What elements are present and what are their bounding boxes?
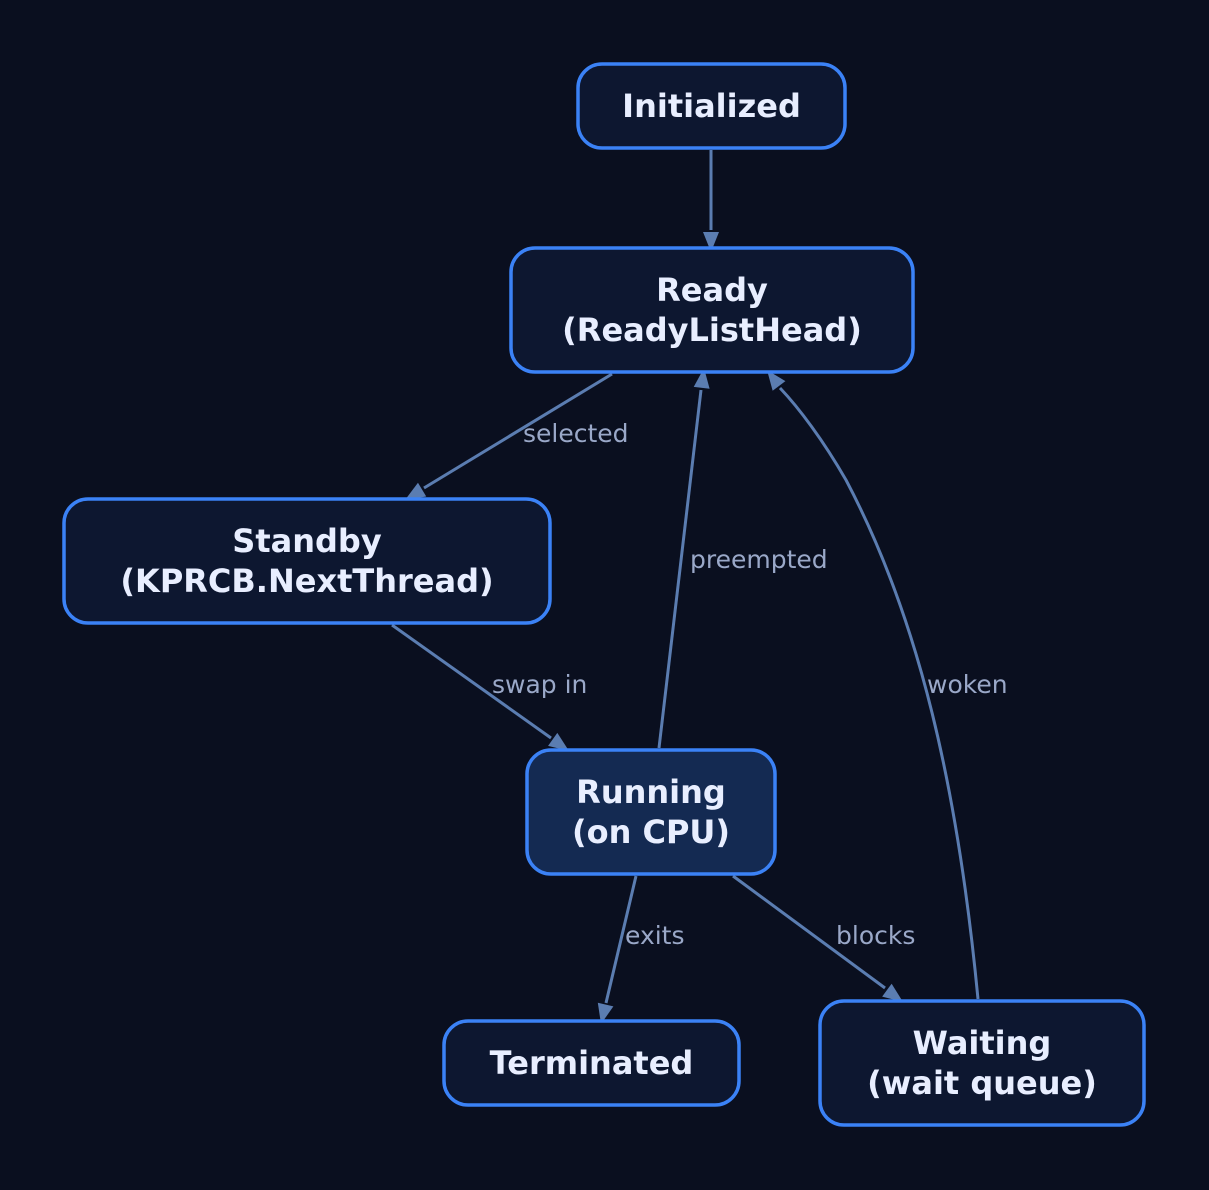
state-label-line: Terminated [490, 1044, 694, 1082]
state-box [576, 62, 847, 150]
state-node-running: Running(on CPU) [525, 748, 777, 876]
arrowhead-icon [548, 732, 569, 751]
state-label-line: Ready [656, 271, 768, 309]
arrowhead-icon [882, 983, 903, 1002]
arrowhead-icon [703, 232, 719, 252]
state-box [442, 1019, 741, 1107]
edges-layer: selected swap in preempted woken exits blocks [391, 150, 1008, 1024]
edge-ready-standby: selected [405, 372, 629, 500]
arrowhead-icon [405, 482, 427, 500]
edge-line [423, 372, 613, 490]
state-node-ready: Ready(ReadyListHead) [509, 246, 915, 374]
edge-line [778, 386, 980, 1000]
state-label-line: (KPRCB.NextThread) [120, 562, 493, 600]
edge-label: swap in [492, 670, 587, 699]
state-label-line: Waiting [913, 1024, 1052, 1062]
state-node-standby: Standby(KPRCB.NextThread) [62, 497, 552, 625]
edge-label: preempted [690, 545, 828, 574]
state-label-line: Running [576, 773, 726, 811]
state-box [62, 497, 552, 625]
state-label-line: Initialized [622, 87, 801, 125]
edge-line [732, 874, 886, 990]
state-node-waiting: Waiting(wait queue) [818, 999, 1146, 1127]
state-box [525, 748, 777, 876]
state-label-line: (on CPU) [572, 813, 730, 851]
state-box [509, 246, 915, 374]
edge-line [604, 875, 638, 1004]
state-node-initialized: Initialized [576, 62, 847, 150]
arrowhead-icon [767, 370, 786, 391]
edge-line [391, 623, 552, 740]
state-label-line: (wait queue) [867, 1064, 1097, 1102]
edge-label: woken [927, 670, 1008, 699]
state-label-line: Standby [232, 522, 382, 560]
state-box [818, 999, 1146, 1127]
edge-line [657, 389, 703, 749]
edge-running-terminated: exits [597, 875, 685, 1024]
state-label-line: (ReadyListHead) [562, 311, 862, 349]
edge-standby-running: swap in [391, 623, 587, 751]
arrowhead-icon [597, 1002, 614, 1024]
state-node-terminated: Terminated [442, 1019, 741, 1107]
edge-running-ready: preempted [657, 368, 828, 749]
edge-label: blocks [836, 921, 915, 950]
edge-initialized-ready [703, 150, 719, 252]
arrowhead-icon [693, 368, 710, 389]
edge-waiting-ready: woken [767, 370, 1008, 1000]
edge-label: selected [523, 419, 629, 448]
edge-running-waiting: blocks [732, 874, 915, 1002]
edge-label: exits [625, 921, 685, 950]
